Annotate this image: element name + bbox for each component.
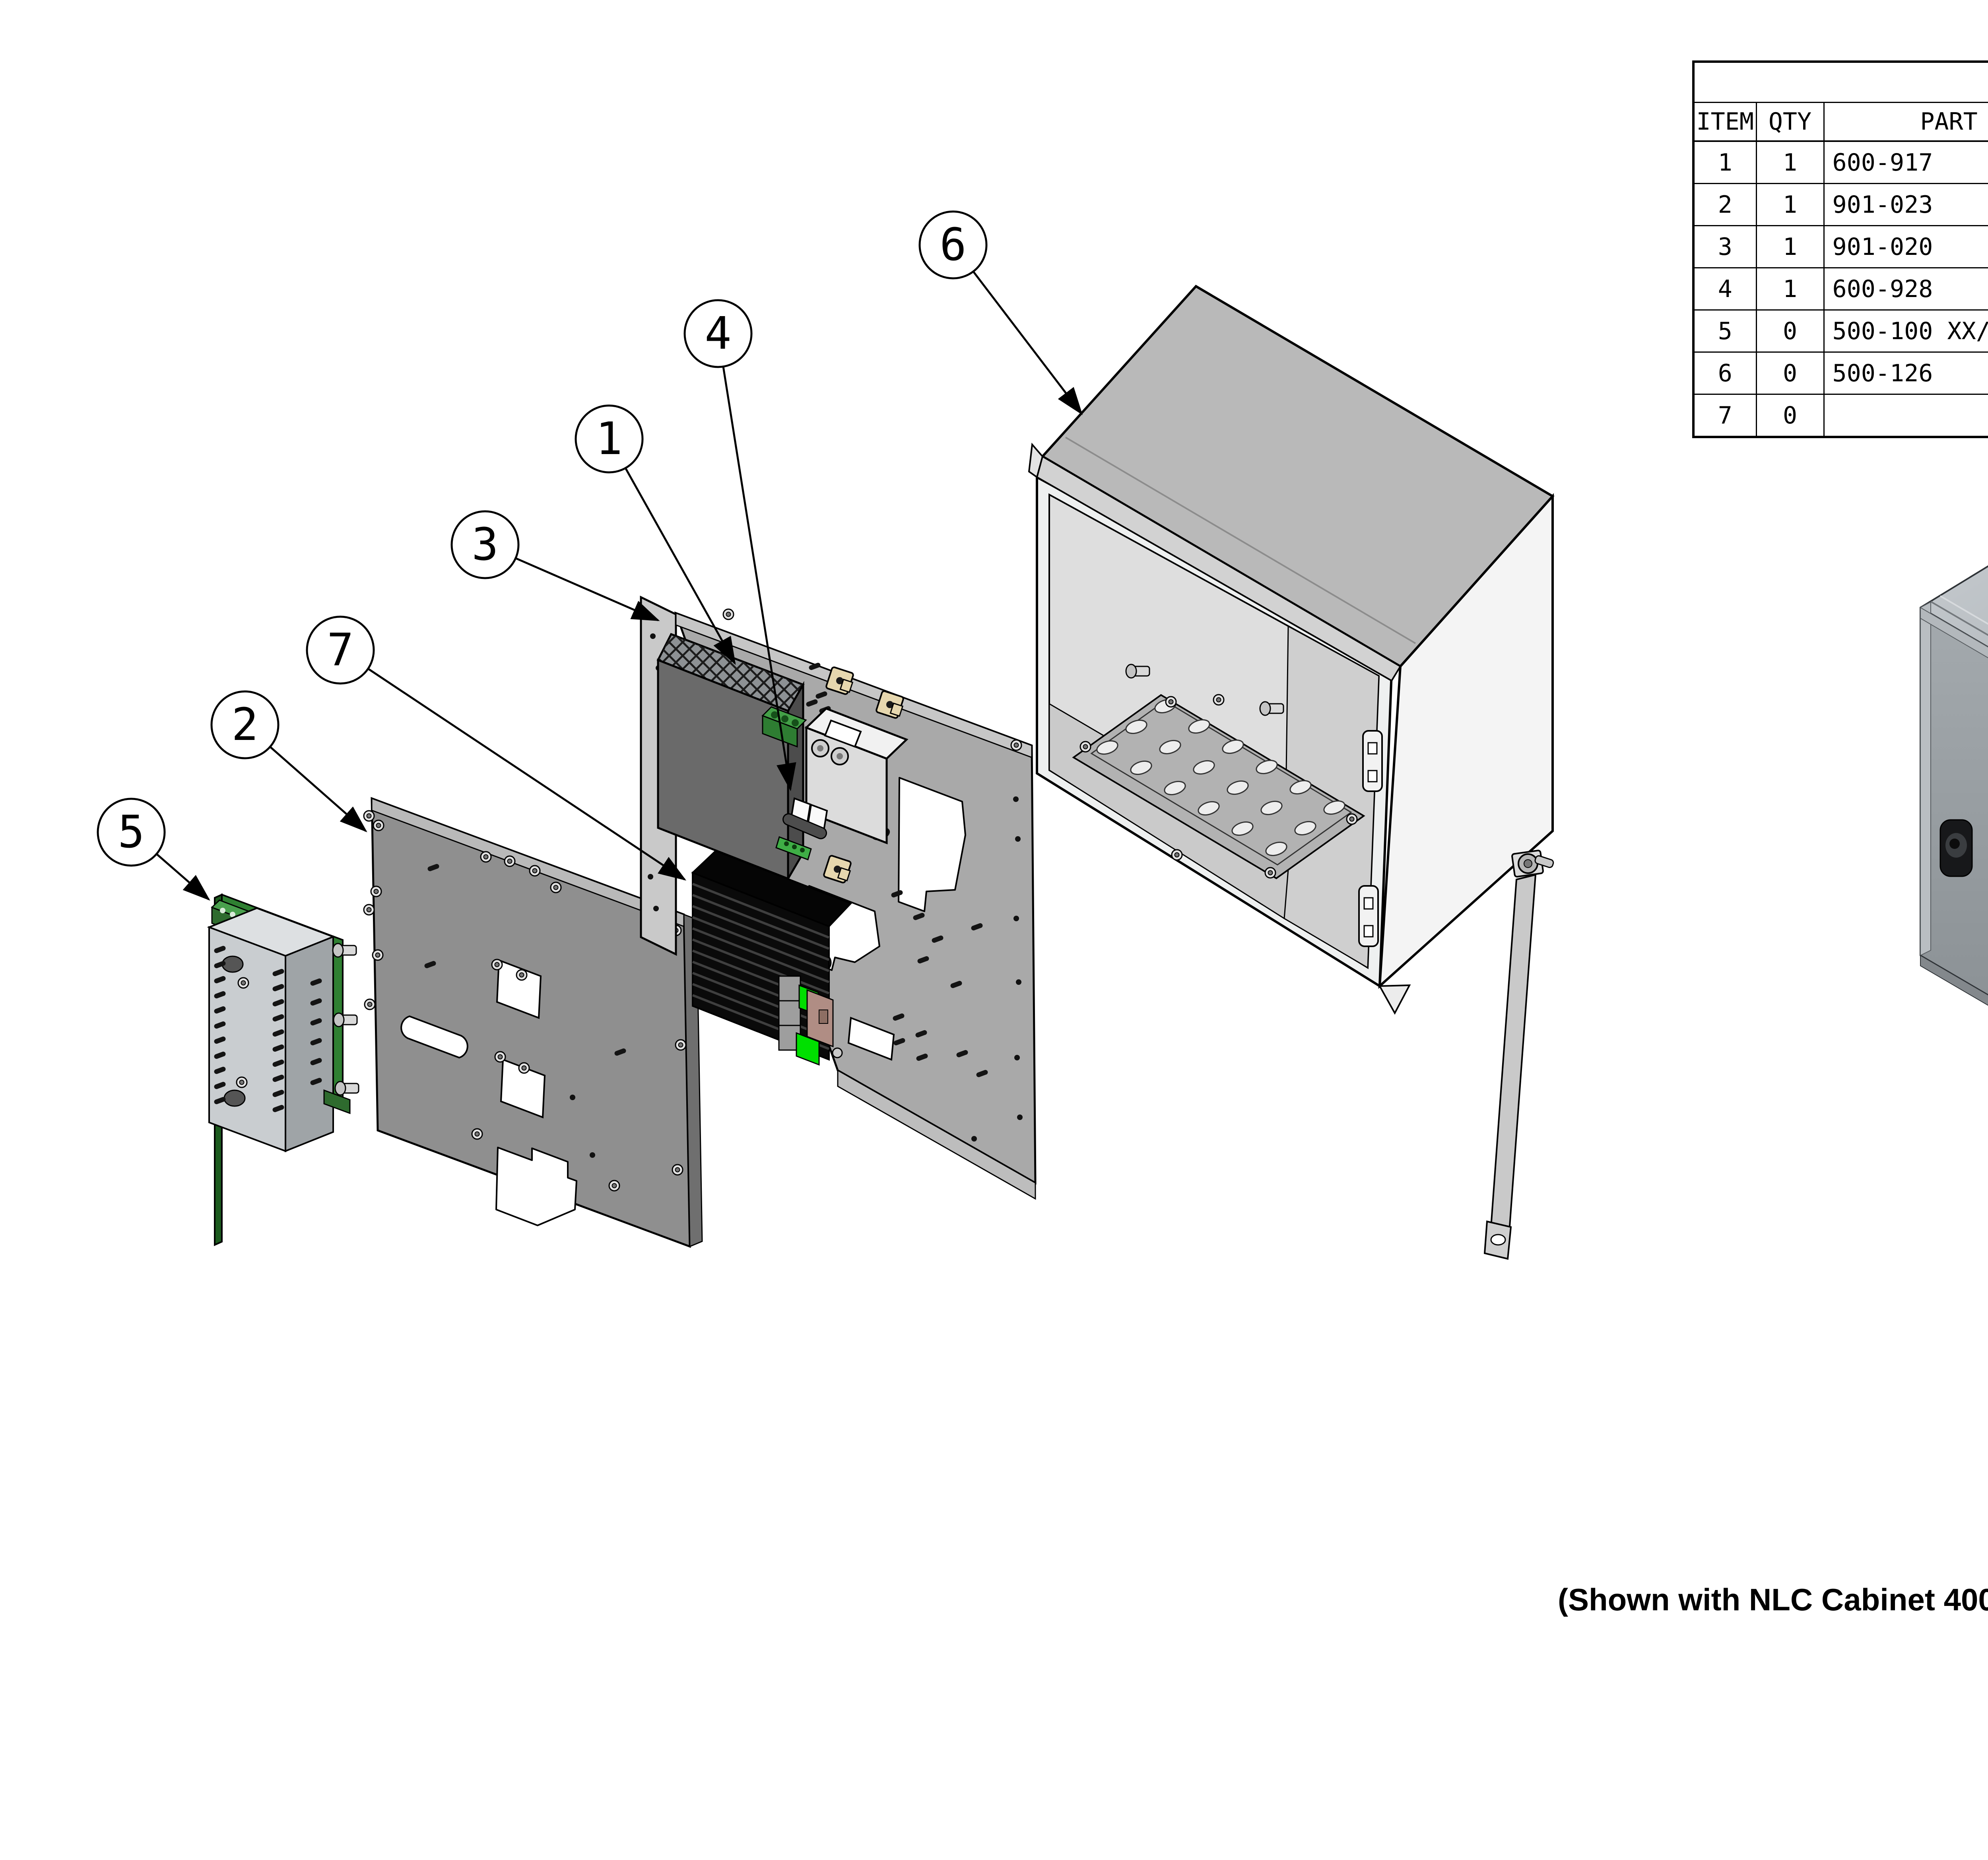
parts-list-title: PARTS LIST <box>1693 61 1988 103</box>
caption: (Shown with NLC Cabinet 400x400x200mm, M… <box>1558 1582 1988 1617</box>
cell-item: 7 <box>1693 394 1757 438</box>
col-header-part-number: PART NUMBER <box>1823 102 1988 142</box>
cell-part-number: 600-928 <box>1823 267 1988 311</box>
core-bottom-terminal <box>323 1089 351 1114</box>
parts-list-header-row: ITEM QTY PART NUMBER DESCRIPTION <box>1693 102 1988 142</box>
cell-part-number: 500-100 XX/CORE NLC <box>1823 309 1988 353</box>
table-row: 3 1 901-020 Bottom plate assembly NLC <box>1693 225 1988 268</box>
part-nlc-core-module <box>207 893 359 1246</box>
table-row: 7 0 Mimic <box>1693 394 1988 438</box>
table-row: 5 0 500-100 XX/CORE NLC NLC core <box>1693 309 1988 353</box>
balloon-label: 4 <box>705 308 731 359</box>
door-latch <box>1939 819 1973 877</box>
cell-part-number <box>1823 394 1988 438</box>
cell-part-number: 500-126 <box>1823 351 1988 395</box>
table-row: 1 1 600-917 QUINT-PS/ 1VAC/24VDC/10 <box>1693 140 1988 184</box>
cell-item: 1 <box>1693 140 1757 184</box>
cell-qty: 0 <box>1755 309 1825 353</box>
cell-item: 5 <box>1693 309 1757 353</box>
part-top-plate <box>363 797 703 1248</box>
cell-part-number: 901-023 <box>1823 183 1988 226</box>
balloon-5: 5 <box>97 798 210 901</box>
part-psu <box>656 633 832 883</box>
cell-item: 3 <box>1693 225 1757 268</box>
hinge <box>1358 885 1379 947</box>
output-connector <box>778 975 843 1066</box>
cell-item: 6 <box>1693 351 1757 395</box>
interior-stud <box>1259 701 1284 716</box>
col-header-item: ITEM <box>1693 102 1757 142</box>
table-row: 2 1 901-023 Top Plate for NLC <box>1693 183 1988 226</box>
table-row: 4 1 600-928 Automatsikring 6A <box>1693 267 1988 311</box>
col-header-qty: QTY <box>1755 102 1825 142</box>
balloon-4: 4 <box>683 299 796 791</box>
core-shield-box <box>207 907 336 1152</box>
psu-terminal-block <box>761 706 807 748</box>
cell-qty: 1 <box>1755 225 1825 268</box>
cell-qty: 1 <box>1755 267 1825 311</box>
cell-qty: 0 <box>1755 394 1825 438</box>
part-bottom-plate-assembly <box>640 595 1037 1200</box>
balloon-label: 7 <box>327 624 353 676</box>
callouts: 1 2 3 4 5 6 7 <box>97 210 1083 901</box>
gland-plate <box>1072 694 1365 880</box>
balloon-label: 6 <box>940 219 966 271</box>
table-row: 6 0 500-126 NLC Cabinet 400x400x200mm <box>1693 351 1988 395</box>
balloon-label: 2 <box>231 699 258 751</box>
cell-item: 4 <box>1693 267 1757 311</box>
cell-qty: 0 <box>1755 351 1825 395</box>
cabinet-door <box>1920 602 1988 1006</box>
balloon-7: 7 <box>306 615 687 881</box>
hinge <box>1362 730 1383 792</box>
part-cabinet-open <box>1028 285 1555 1260</box>
balloon-label: 5 <box>118 806 144 858</box>
parts-list-table: PARTS LIST ITEM QTY PART NUMBER DESCRIPT… <box>1692 60 1988 438</box>
balloon-1: 1 <box>575 404 736 665</box>
balloon-label: 1 <box>596 413 622 465</box>
cell-part-number: 600-917 <box>1823 140 1988 184</box>
balloon-3: 3 <box>450 510 660 621</box>
cell-qty: 1 <box>1755 183 1825 226</box>
interior-stud <box>1125 664 1150 679</box>
cell-part-number: 901-020 <box>1823 225 1988 268</box>
earth-strap <box>1483 850 1554 1260</box>
cabinet-render <box>1920 565 1988 1006</box>
balloon-6: 6 <box>918 210 1083 415</box>
cell-item: 2 <box>1693 183 1757 226</box>
cell-qty: 1 <box>1755 140 1825 184</box>
balloon-2: 2 <box>210 690 367 833</box>
part-circuit-breaker <box>775 707 909 860</box>
balloon-label: 3 <box>472 519 498 571</box>
